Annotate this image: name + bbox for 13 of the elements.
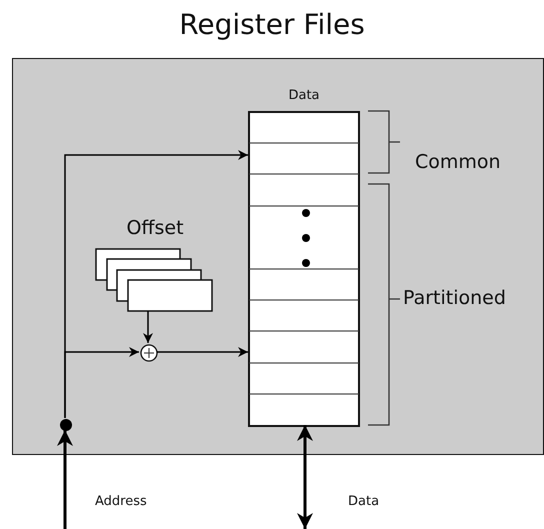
bracket-label: Common xyxy=(415,151,501,173)
arrow xyxy=(143,311,153,343)
bracket-label: Partitioned xyxy=(403,287,506,309)
double-arrow xyxy=(297,425,313,529)
arrow xyxy=(57,430,73,529)
arrow xyxy=(64,347,139,418)
arrow xyxy=(157,347,248,357)
panel-background xyxy=(12,58,544,455)
junction-dot xyxy=(60,419,72,431)
adder-symbol xyxy=(140,344,158,362)
title: Register Files xyxy=(178,8,366,41)
stack-label: Offset xyxy=(125,217,185,239)
column-heading: Data xyxy=(287,88,321,103)
